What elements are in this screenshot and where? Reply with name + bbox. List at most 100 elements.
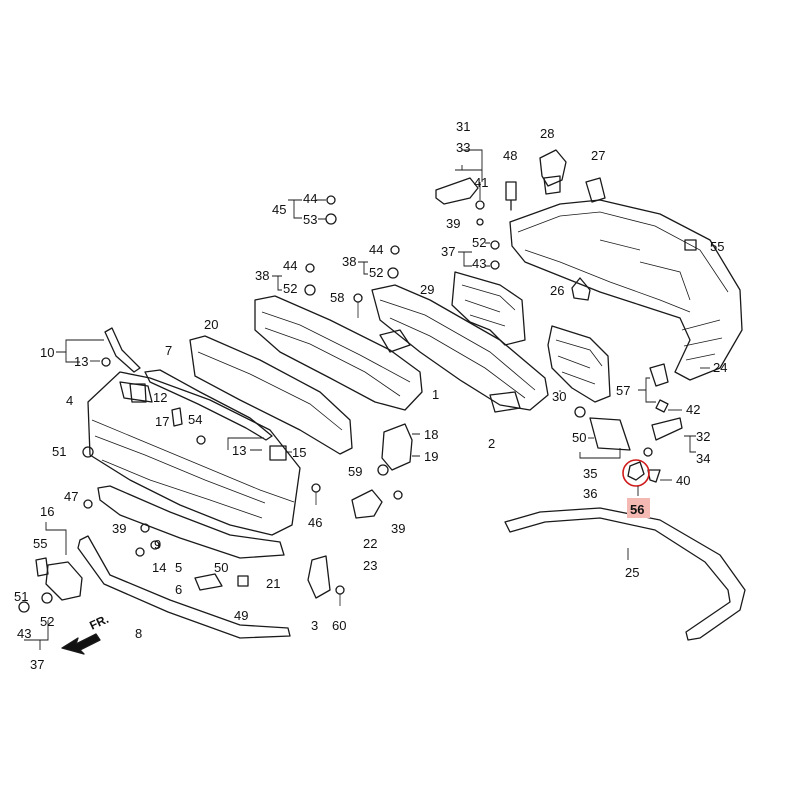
callout-37: 37	[441, 244, 455, 259]
callout-39: 39	[446, 216, 460, 231]
callout-51: 51	[14, 589, 28, 604]
molding-10	[104, 327, 141, 373]
callout-7: 7	[165, 343, 172, 358]
callout-1: 1	[432, 387, 439, 402]
callout-labels: 31 33 41 39 48 28 27 45 44 53 37 52 43 5…	[14, 119, 727, 672]
callout-55: 55	[710, 239, 724, 254]
callout-37: 37	[30, 657, 44, 672]
callout-4: 4	[66, 393, 73, 408]
callout-36: 36	[583, 486, 597, 501]
callout-34: 34	[696, 451, 710, 466]
callout-59: 59	[348, 464, 362, 479]
callout-35: 35	[583, 466, 597, 481]
license-bracket	[18, 557, 83, 613]
callout-53: 53	[303, 212, 317, 227]
callout-60: 60	[332, 618, 346, 633]
callout-39: 39	[112, 521, 126, 536]
part-56-clip	[622, 459, 650, 487]
brackets-side-rear	[574, 363, 683, 483]
callout-40: 40	[676, 473, 690, 488]
callout-44: 44	[369, 242, 383, 257]
callout-12: 12	[153, 390, 167, 405]
callout-13: 13	[232, 443, 246, 458]
callout-50: 50	[214, 560, 228, 575]
callout-48: 48	[503, 148, 517, 163]
callout-3: 3	[311, 618, 318, 633]
callout-26: 26	[550, 283, 564, 298]
callout-8: 8	[135, 626, 142, 641]
callout-50: 50	[572, 430, 586, 445]
callout-27: 27	[591, 148, 605, 163]
callout-17: 17	[155, 414, 169, 429]
sensor-48	[505, 181, 517, 211]
callout-25: 25	[625, 565, 639, 580]
bracket-17-54	[171, 407, 206, 445]
callout-52: 52	[369, 265, 383, 280]
callout-51: 51	[52, 444, 66, 459]
absorber-20	[189, 335, 353, 455]
molding-7	[144, 369, 273, 441]
callout-43: 43	[472, 256, 486, 271]
callout-22: 22	[363, 536, 377, 551]
callout-43: 43	[17, 626, 31, 641]
bracket-30	[547, 325, 611, 403]
bracket-33	[435, 177, 479, 205]
callout-39: 39	[391, 521, 405, 536]
callout-54: 54	[188, 412, 202, 427]
clip-55-rear	[684, 239, 697, 251]
callout-21: 21	[266, 576, 280, 591]
callout-31: 31	[456, 119, 470, 134]
callout-5: 5	[175, 560, 182, 575]
callout-28: 28	[540, 126, 554, 141]
callout-18: 18	[424, 427, 438, 442]
callout-46: 46	[308, 515, 322, 530]
callout-9: 9	[154, 537, 161, 552]
callout-44: 44	[283, 258, 297, 273]
callout-19: 19	[424, 449, 438, 464]
callout-23: 23	[363, 558, 377, 573]
callout-41: 41	[474, 175, 488, 190]
callout-38: 38	[255, 268, 269, 283]
callout-2: 2	[488, 436, 495, 451]
bracket-22	[351, 489, 403, 519]
front-beam-1	[254, 295, 423, 411]
front-direction-arrow: FR.	[61, 612, 111, 655]
callout-29: 29	[420, 282, 434, 297]
bracket-18	[377, 423, 413, 476]
rear-bumper-24	[509, 199, 743, 381]
lamp-28	[539, 149, 567, 195]
highlight-circle	[622, 459, 650, 487]
callout-52: 52	[283, 281, 297, 296]
molding-8	[77, 535, 291, 639]
callout-49: 49	[234, 608, 248, 623]
callout-45: 45	[272, 202, 286, 217]
leader-lines	[24, 149, 710, 650]
callout-47: 47	[64, 489, 78, 504]
clip-15	[269, 445, 287, 461]
callout-13: 13	[74, 354, 88, 369]
callout-30: 30	[552, 389, 566, 404]
bracket-12	[129, 383, 147, 403]
bracket-27	[585, 177, 606, 203]
callout-16: 16	[40, 504, 54, 519]
callout-52: 52	[40, 614, 54, 629]
callout-33: 33	[456, 140, 470, 155]
spoiler-21	[97, 485, 285, 559]
callout-58: 58	[330, 290, 344, 305]
callout-6: 6	[175, 582, 182, 597]
callout-20: 20	[204, 317, 218, 332]
callout-52: 52	[472, 235, 486, 250]
front-bumper-4	[87, 371, 301, 536]
callout-32: 32	[696, 429, 710, 444]
direction-label: FR.	[87, 612, 110, 633]
callout-10: 10	[40, 345, 54, 360]
callout-24: 24	[713, 360, 727, 375]
callout-55: 55	[33, 536, 47, 551]
callout-56-highlighted: 56	[630, 502, 644, 517]
callout-14: 14	[152, 560, 166, 575]
callout-57: 57	[616, 383, 630, 398]
callout-42: 42	[686, 402, 700, 417]
callout-15: 15	[292, 445, 306, 460]
